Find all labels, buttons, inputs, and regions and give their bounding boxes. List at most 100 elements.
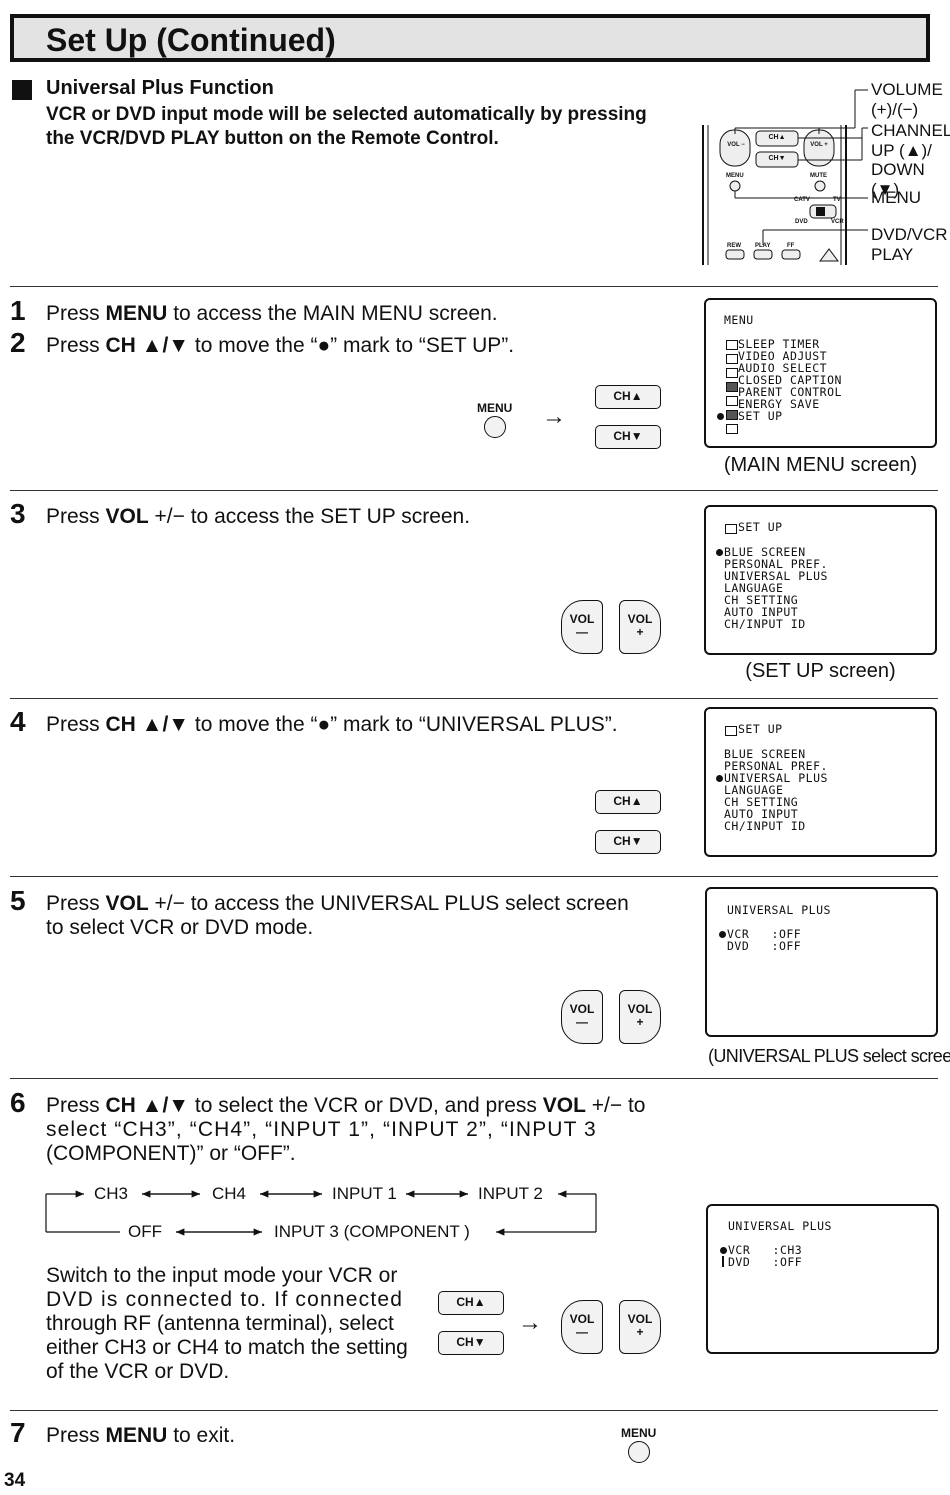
arrow-icon: → <box>542 403 566 430</box>
ch-down-button[interactable]: CH▼ <box>595 830 661 854</box>
remote-ch-up: CH▲ <box>768 134 786 141</box>
step-3-text: Press VOL +/− to access the SET UP scree… <box>46 505 471 528</box>
divider <box>10 286 938 287</box>
setup-screen-universal: SET UP BLUE SCREEN PERSONAL PREF. UNIVER… <box>704 707 937 857</box>
menu-item: CH/INPUT ID <box>724 617 806 631</box>
step-number-3: 3 <box>10 498 26 529</box>
selection-dot-icon <box>720 1247 727 1254</box>
selection-dot-icon <box>717 413 724 420</box>
universal-plus-caption: (UNIVERSAL PLUS select screen) <box>708 1046 950 1066</box>
menu-item: LANGUAGE <box>724 783 784 797</box>
step-7-text: Press MENU to exit. <box>46 1424 236 1447</box>
vol-plus-button[interactable]: VOL+ <box>619 1300 661 1354</box>
menu-item: CH SETTING <box>724 795 799 809</box>
divider <box>10 1410 938 1411</box>
step-number-2: 2 <box>10 327 26 358</box>
ch-up-button[interactable]: CH▲ <box>595 385 661 409</box>
step-5-text: Press VOL +/− to access the UNIVERSAL PL… <box>46 892 629 915</box>
remote-label-channel: CHANNEL <box>871 121 950 140</box>
setup-caption: (SET UP screen) <box>745 660 896 682</box>
intro-line-1: VCR or DVD input mode will be selected a… <box>46 104 647 125</box>
flow-off: OFF <box>128 1222 162 1241</box>
vol-minus-button[interactable]: VOL— <box>561 990 603 1044</box>
step-number-6: 6 <box>10 1087 26 1118</box>
step-2-text: Press CH ▲/▼ to move the “●” mark to “SE… <box>46 334 515 357</box>
menu-item: SET UP <box>738 409 783 423</box>
input-cycle-diagram: CH3 CH4 INPUT 1 INPUT 2 OFF INPUT 3 (COM… <box>40 1180 610 1246</box>
menu-item: UNIVERSAL PLUS <box>724 771 828 785</box>
menu-item: PERSONAL PREF. <box>724 557 828 571</box>
cycle-arrows <box>45 1190 597 1236</box>
vcr-setting: VCR :CH3 <box>728 1243 803 1257</box>
universal-plus-screen-ch3: UNIVERSAL PLUS VCR :CH3 DVD :OFF <box>706 1204 939 1354</box>
step-number-4: 4 <box>10 706 26 737</box>
intro-line-2: the VCR/DVD PLAY button on the Remote Co… <box>46 128 499 149</box>
ch-down-button[interactable]: CH▼ <box>595 425 661 449</box>
vol-plus-button[interactable]: VOL+ <box>619 990 661 1044</box>
divider <box>10 698 938 699</box>
page-header: Set Up (Continued) <box>10 14 930 62</box>
ch-up-button[interactable]: CH▲ <box>595 790 661 814</box>
selection-dot-icon <box>716 775 723 782</box>
step-1-text: Press MENU to access the MAIN MENU scree… <box>46 302 498 325</box>
remote-mute-label: MUTE <box>810 173 827 179</box>
note-line: of the VCR or DVD. <box>46 1360 230 1383</box>
divider <box>10 876 938 877</box>
selection-dot-icon <box>716 549 723 556</box>
vol-plus-button[interactable]: VOL+ <box>619 600 661 654</box>
menu-item: AUTO INPUT <box>724 605 799 619</box>
divider <box>10 1078 938 1079</box>
step-number-5: 5 <box>10 885 26 916</box>
flow-ch4: CH4 <box>212 1184 247 1203</box>
step-6-text-line-3: (COMPONENT)” or “OFF”. <box>46 1142 296 1165</box>
dvd-setting: DVD :OFF <box>728 1255 803 1269</box>
section-marker <box>12 80 32 100</box>
note-line: Switch to the input mode your VCR or <box>46 1264 398 1287</box>
setup-screen: SET UP BLUE SCREEN PERSONAL PREF. UNIVER… <box>704 505 937 655</box>
menu-item: PARENT CONTROL <box>738 385 842 399</box>
vol-minus-button[interactable]: VOL— <box>561 600 603 654</box>
remote-vol-minus: VOL − <box>727 142 745 148</box>
remote-label-play: PLAY <box>871 245 914 264</box>
remote-label-menu: MENU <box>871 188 922 207</box>
screen-title: UNIVERSAL PLUS <box>728 1219 832 1233</box>
ch-down-button[interactable]: CH▼ <box>438 1331 504 1355</box>
menu-item: BLUE SCREEN <box>724 545 806 559</box>
main-menu-caption: (MAIN MENU screen) <box>723 454 918 476</box>
remote-rew-label: REW <box>727 243 741 249</box>
menu-item: AUDIO SELECT <box>738 361 828 375</box>
menu-item: AUTO INPUT <box>724 807 799 821</box>
screen-title: UNIVERSAL PLUS <box>727 903 831 917</box>
page-number: 34 <box>4 1470 26 1491</box>
dvd-setting: DVD :OFF <box>727 939 802 953</box>
flow-input2: INPUT 2 <box>478 1184 543 1203</box>
screen-title: SET UP <box>738 722 783 736</box>
divider <box>10 490 938 491</box>
screen-title: SET UP <box>738 520 783 534</box>
remote-label-down: DOWN (▼) <box>871 160 925 199</box>
remote-label-dvd-vcr: DVD/VCR <box>871 225 948 244</box>
menu-button[interactable] <box>628 1441 650 1463</box>
selection-dot-icon <box>719 931 726 938</box>
setup-icon <box>725 726 737 736</box>
step-number-7: 7 <box>10 1417 26 1448</box>
menu-item: LANGUAGE <box>724 581 784 595</box>
move-arrow-icon <box>722 1256 724 1267</box>
menu-item: CH/INPUT ID <box>724 819 806 833</box>
universal-plus-screen: UNIVERSAL PLUS VCR :OFF DVD :OFF <box>705 887 938 1037</box>
vol-minus-button[interactable]: VOL— <box>561 1300 603 1354</box>
remote-menu-label: MENU <box>726 173 744 179</box>
menu-button[interactable] <box>484 416 506 438</box>
page-title: Set Up (Continued) <box>46 22 336 58</box>
remote-catv-label: CATV <box>794 197 810 203</box>
remote-vol-plus: VOL + <box>810 142 828 148</box>
remote-vcr-label: VCR <box>831 219 844 225</box>
step-number-1: 1 <box>10 295 26 326</box>
main-menu-screen: MENU SLEEP TIMER VIDEO ADJUST AUDIO SELE… <box>704 298 937 448</box>
step-4-text: Press CH ▲/▼ to move the “●” mark to “UN… <box>46 713 618 736</box>
menu-item: SLEEP TIMER <box>738 337 820 351</box>
note-line: DVD is connected to. If connected <box>46 1288 404 1311</box>
ch-up-button[interactable]: CH▲ <box>438 1291 504 1315</box>
remote-tv-label: TV <box>833 197 841 203</box>
note-line: either CH3 or CH4 to match the setting <box>46 1336 408 1359</box>
